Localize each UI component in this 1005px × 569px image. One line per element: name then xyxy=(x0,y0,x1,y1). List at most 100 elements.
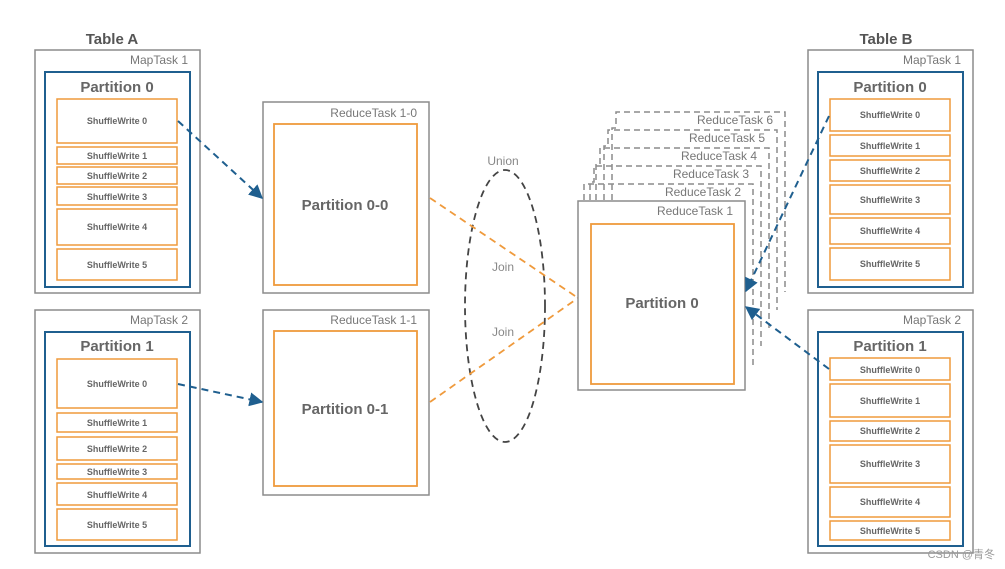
partition-box xyxy=(817,71,964,288)
shuffle-write-label: ShuffleWrite 0 xyxy=(87,379,147,389)
maptask-label: MapTask 2 xyxy=(130,313,188,327)
shuffle-write-box xyxy=(56,358,178,409)
shuffle-write-box xyxy=(829,134,951,157)
shuffle-arrow xyxy=(745,115,830,293)
maptask-box xyxy=(34,49,201,294)
partition-label: Partition 0 xyxy=(853,79,926,96)
reduce-partition-box xyxy=(590,223,735,385)
shuffle-write-box xyxy=(829,444,951,484)
shuffle-write-box xyxy=(56,98,178,144)
join-label: Join xyxy=(492,325,514,339)
shuffle-write-label: ShuffleWrite 2 xyxy=(860,426,920,436)
shuffle-write-label: ShuffleWrite 3 xyxy=(87,467,147,477)
shuffle-arrow xyxy=(744,306,830,370)
shuffle-write-box xyxy=(829,159,951,182)
table-b-maptask-2: MapTask 2 Partition 1 ShuffleWrite 0 Shu… xyxy=(807,309,974,554)
shuffle-write-box xyxy=(56,146,178,165)
reduce-task-box xyxy=(577,200,746,391)
table-a-maptask-2: MapTask 2 Partition 1 ShuffleWrite 0 Shu… xyxy=(34,309,201,554)
stacked-task-outline xyxy=(595,147,770,328)
shuffle-write-label: ShuffleWrite 5 xyxy=(860,259,920,269)
shuffle-write-box xyxy=(829,184,951,215)
shuffle-write-box xyxy=(829,247,951,281)
partition-label: Partition 1 xyxy=(80,338,153,355)
shuffle-write-box xyxy=(56,186,178,206)
shuffle-write-label: ShuffleWrite 5 xyxy=(87,260,147,270)
shuffle-write-box xyxy=(829,383,951,418)
partition-label: Partition 1 xyxy=(853,338,926,355)
reduce-task-label: ReduceTask 1 xyxy=(657,204,733,218)
shuffle-write-box xyxy=(56,248,178,281)
union-label: Union xyxy=(487,154,518,168)
reduce-partition-label: Partition 0-1 xyxy=(302,401,389,418)
table-a-maptask-1: MapTask 1 Partition 0 ShuffleWrite 0 Shu… xyxy=(34,49,201,294)
reduce-task-1-0: ReduceTask 1-0 Partition 0-0 xyxy=(262,101,430,294)
shuffle-write-box xyxy=(56,463,178,480)
shuffle-write-label: ShuffleWrite 3 xyxy=(860,195,920,205)
shuffle-write-label: ShuffleWrite 4 xyxy=(860,226,920,236)
shuffle-write-box xyxy=(56,436,178,461)
shuffle-write-label: ShuffleWrite 4 xyxy=(860,497,920,507)
maptask-label: MapTask 1 xyxy=(130,53,188,67)
shuffle-write-label: ShuffleWrite 0 xyxy=(860,365,920,375)
reduce-partition-box xyxy=(273,123,418,286)
shuffle-write-label: ShuffleWrite 3 xyxy=(860,459,920,469)
shuffle-write-label: ShuffleWrite 1 xyxy=(860,141,920,151)
shuffle-write-label: ShuffleWrite 0 xyxy=(860,110,920,120)
shuffle-write-box xyxy=(829,520,951,541)
shuffle-write-box xyxy=(56,508,178,541)
table-b-maptask-1: MapTask 1 Partition 0 ShuffleWrite 0 Shu… xyxy=(807,49,974,294)
shuffle-write-box xyxy=(56,482,178,506)
stacked-task-label: ReduceTask 4 xyxy=(681,149,757,163)
shuffle-write-label: ShuffleWrite 4 xyxy=(87,222,147,232)
stacked-task-outline xyxy=(603,129,778,310)
partition-box xyxy=(44,71,191,288)
reduce-task-1-1: ReduceTask 1-1 Partition 0-1 xyxy=(262,309,430,496)
shuffle-write-box xyxy=(829,98,951,132)
shuffle-write-label: ShuffleWrite 1 xyxy=(87,151,147,161)
reduce-partition-box xyxy=(273,330,418,487)
shuffle-write-label: ShuffleWrite 5 xyxy=(87,520,147,530)
reduce-task-stack: ReduceTask 6 ReduceTask 5 ReduceTask 4 R… xyxy=(577,111,786,391)
stacked-task-outline xyxy=(611,111,786,292)
shuffle-write-label: ShuffleWrite 4 xyxy=(87,490,147,500)
shuffle-write-box xyxy=(829,357,951,381)
maptask-box xyxy=(34,309,201,554)
shuffle-write-label: ShuffleWrite 0 xyxy=(87,116,147,126)
stacked-task-label: ReduceTask 6 xyxy=(697,113,773,127)
shuffle-write-label: ShuffleWrite 1 xyxy=(87,418,147,428)
partition-box xyxy=(817,331,964,547)
reduce-partition-label: Partition 0-0 xyxy=(302,197,389,214)
shuffle-write-box xyxy=(56,166,178,185)
shuffle-arrow xyxy=(177,383,264,407)
shuffle-write-box xyxy=(829,420,951,442)
shuffle-write-box xyxy=(829,217,951,245)
join-line xyxy=(429,197,579,299)
table-a-title: Table A xyxy=(86,31,139,48)
shuffle-arrow xyxy=(177,120,264,199)
stacked-task-label: ReduceTask 2 xyxy=(665,185,741,199)
stacked-task-label: ReduceTask 3 xyxy=(673,167,749,181)
stacked-task-outline xyxy=(589,165,762,346)
maptask-label: MapTask 2 xyxy=(903,313,961,327)
partition-box xyxy=(44,331,191,547)
reduce-partition-label: Partition 0 xyxy=(625,295,698,312)
shuffle-write-label: ShuffleWrite 2 xyxy=(860,166,920,176)
union-ellipse xyxy=(464,169,546,443)
maptask-box xyxy=(807,49,974,294)
watermark: CSDN @青冬 xyxy=(928,547,995,561)
partition-label: Partition 0 xyxy=(80,79,153,96)
stacked-task-outline xyxy=(583,183,754,366)
join-label: Join xyxy=(492,260,514,274)
join-line xyxy=(429,297,579,403)
shuffle-write-box xyxy=(56,208,178,246)
reduce-task-label: ReduceTask 1-1 xyxy=(330,313,417,327)
shuffle-write-label: ShuffleWrite 5 xyxy=(860,526,920,536)
maptask-label: MapTask 1 xyxy=(903,53,961,67)
shuffle-write-label: ShuffleWrite 1 xyxy=(860,396,920,406)
shuffle-write-box xyxy=(56,412,178,433)
shuffle-write-label: ShuffleWrite 2 xyxy=(87,444,147,454)
stacked-task-label: ReduceTask 5 xyxy=(689,131,765,145)
reduce-task-label: ReduceTask 1-0 xyxy=(330,106,417,120)
